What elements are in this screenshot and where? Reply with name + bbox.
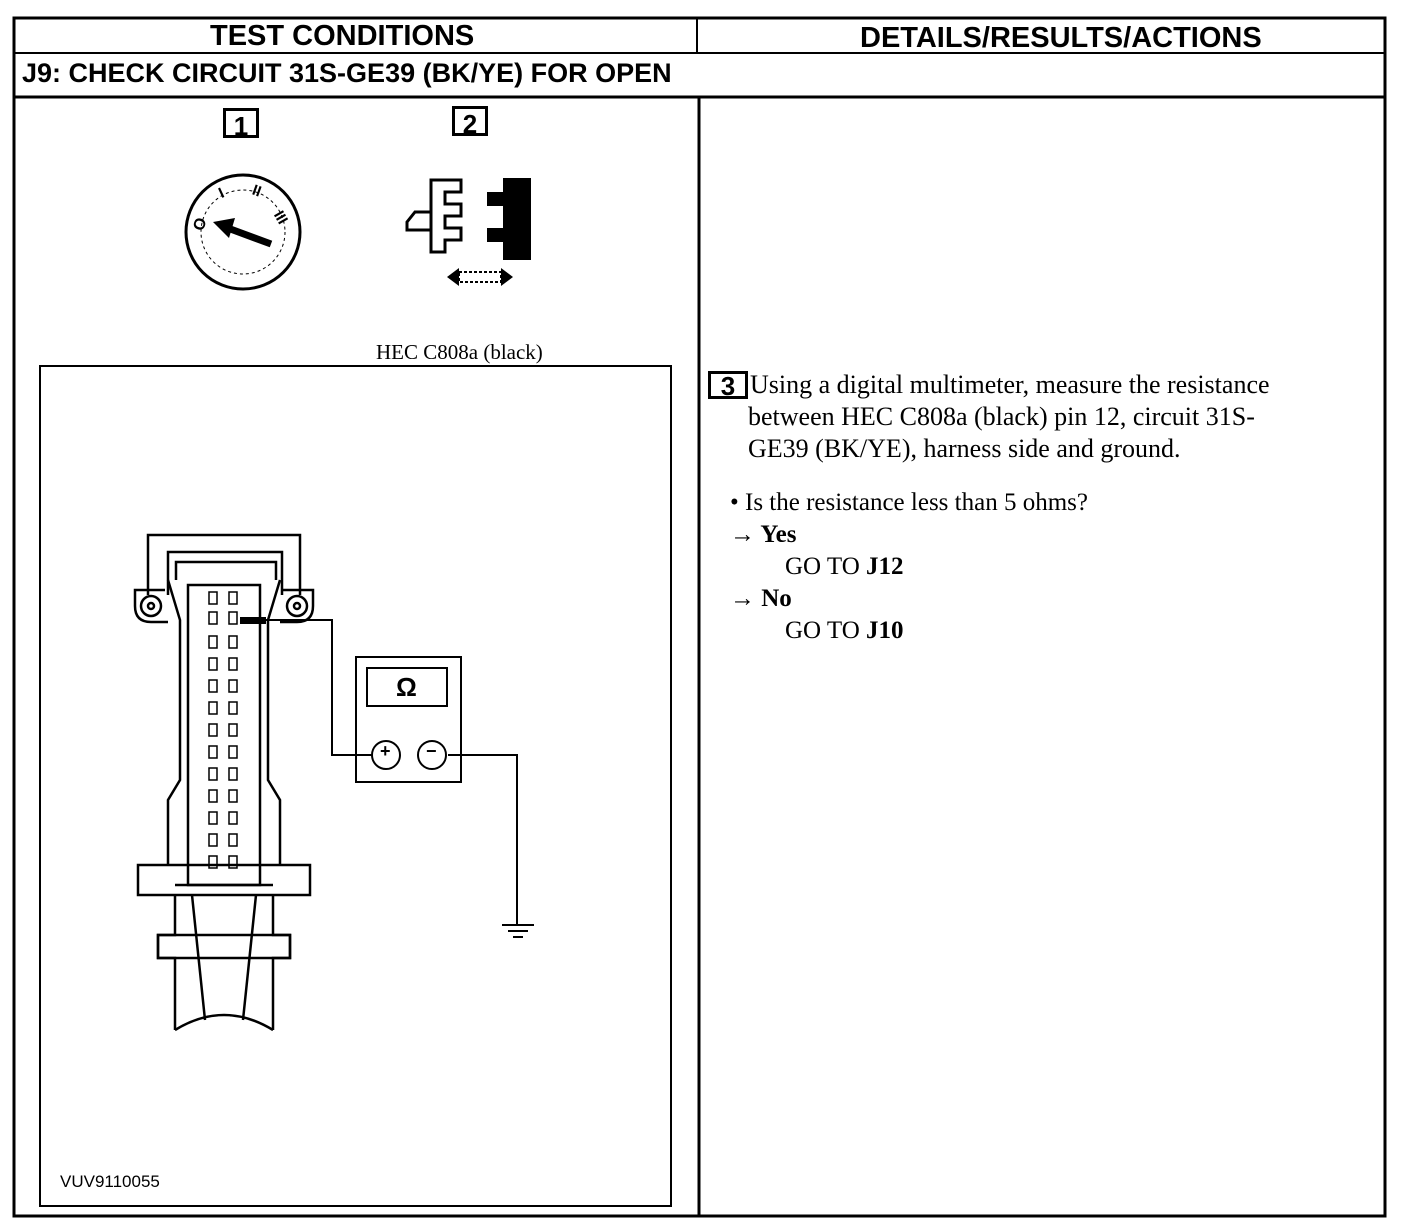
minus-terminal-label: −	[426, 741, 437, 761]
resistance-question: • Is the resistance less than 5 ohms?	[730, 489, 1088, 516]
connector-disconnect-icon	[405, 178, 531, 286]
ohm-symbol: Ω	[396, 672, 417, 702]
column-header-details-results-actions: DETAILS/RESULTS/ACTIONS	[860, 22, 1262, 54]
figure-id: VUV9110055	[60, 1172, 160, 1191]
instruction-line-2: between HEC C808a (black) pin 12, circui…	[748, 402, 1255, 431]
instruction-line-3: GE39 (BK/YE), harness side and ground.	[748, 434, 1181, 463]
instruction-line-1: Using a digital multimeter, measure the …	[750, 370, 1270, 399]
column-header-test-conditions: TEST CONDITIONS	[210, 20, 475, 52]
connector-label: HEC C808a (black)	[376, 340, 543, 364]
svg-text:I: I	[216, 185, 227, 202]
no-goto: GO TO J10	[785, 615, 904, 647]
ground-icon	[502, 924, 534, 938]
plus-terminal-label: +	[380, 741, 391, 761]
test-step-title: J9: CHECK CIRCUIT 31S-GE39 (BK/YE) FOR O…	[22, 58, 672, 88]
yes-goto-target: J12	[866, 553, 904, 580]
no-branch-label: → No	[730, 585, 792, 612]
step-2-box: 2	[452, 106, 488, 139]
yes-goto: GO TO J12	[785, 551, 904, 583]
yes-goto-prefix: GO TO	[785, 553, 867, 580]
no-goto-prefix: GO TO	[785, 617, 867, 644]
multimeter-icon	[355, 656, 462, 783]
step-1-box: 1	[223, 108, 259, 141]
step-3-box: 3	[708, 371, 748, 399]
ignition-switch-off-icon: O I II III	[184, 173, 302, 291]
yes-branch-label: → Yes	[730, 521, 797, 548]
svg-text:O: O	[190, 216, 210, 234]
no-goto-target: J10	[866, 617, 904, 644]
